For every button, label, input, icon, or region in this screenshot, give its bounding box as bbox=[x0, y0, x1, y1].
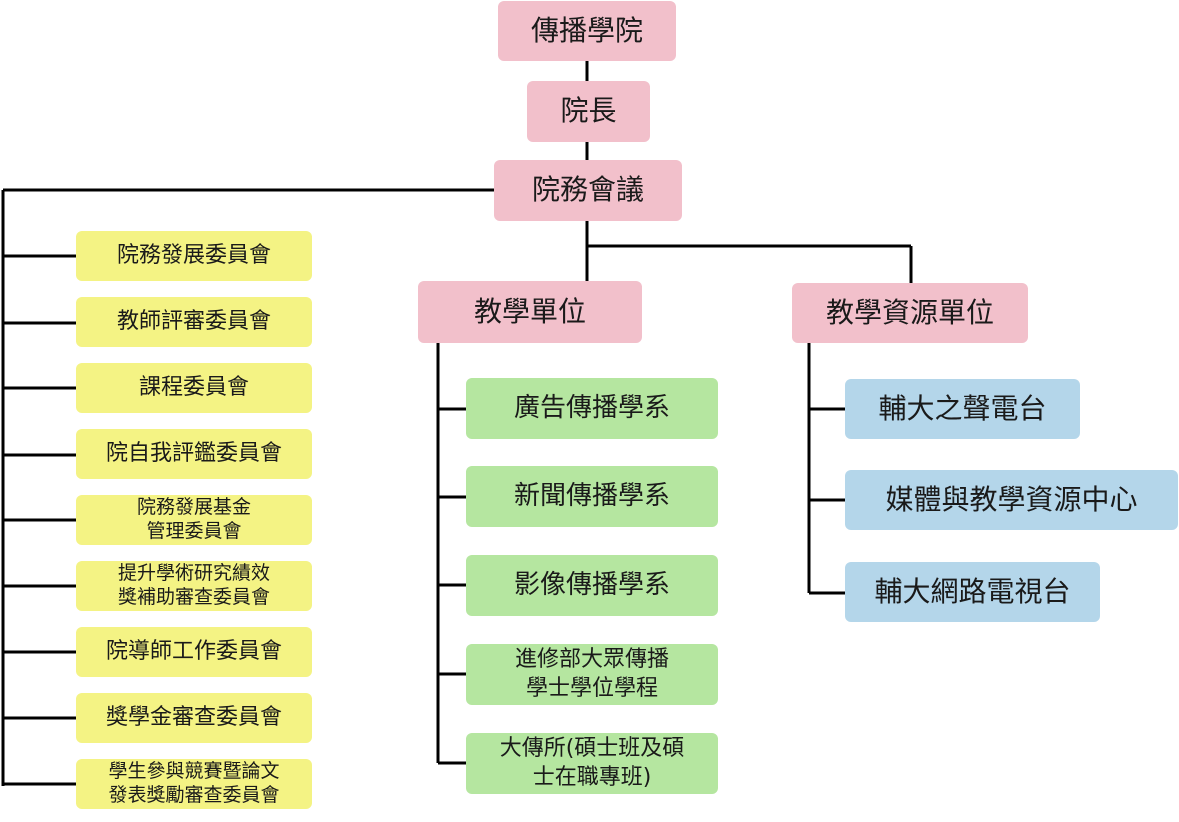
teaching-unit-box: 新聞傳播學系 bbox=[466, 466, 718, 527]
committee-box: 獎學金審查委員會 bbox=[76, 693, 312, 743]
resource-unit-box: 輔大之聲電台 bbox=[845, 379, 1080, 439]
teaching-unit-box: 影像傳播學系 bbox=[466, 555, 718, 616]
committee-box: 學生參與競賽暨論文 發表獎勵審查委員會 bbox=[76, 759, 312, 809]
committee-box: 院自我評鑑委員會 bbox=[76, 429, 312, 479]
committee-box: 院導師工作委員會 bbox=[76, 627, 312, 677]
committee-box: 院務發展委員會 bbox=[76, 231, 312, 281]
resource-unit-box: 輔大網路電視台 bbox=[845, 562, 1100, 622]
committee-box: 院務發展基金 管理委員會 bbox=[76, 495, 312, 545]
dean-box: 院長 bbox=[527, 81, 650, 142]
resource-unit-box: 媒體與教學資源中心 bbox=[845, 470, 1178, 530]
resource-units-box: 教學資源單位 bbox=[792, 283, 1028, 343]
teaching-unit-box: 大傳所(碩士班及碩 士在職專班) bbox=[466, 733, 718, 794]
committee-box: 教師評審委員會 bbox=[76, 297, 312, 347]
committee-box: 課程委員會 bbox=[76, 363, 312, 413]
college-box: 傳播學院 bbox=[498, 1, 676, 61]
teaching-unit-box: 廣告傳播學系 bbox=[466, 378, 718, 439]
committee-box: 提升學術研究績效 獎補助審查委員會 bbox=[76, 561, 312, 611]
teaching-unit-box: 進修部大眾傳播 學士學位學程 bbox=[466, 644, 718, 705]
council-box: 院務會議 bbox=[494, 160, 682, 221]
teaching-units-box: 教學單位 bbox=[418, 281, 642, 343]
